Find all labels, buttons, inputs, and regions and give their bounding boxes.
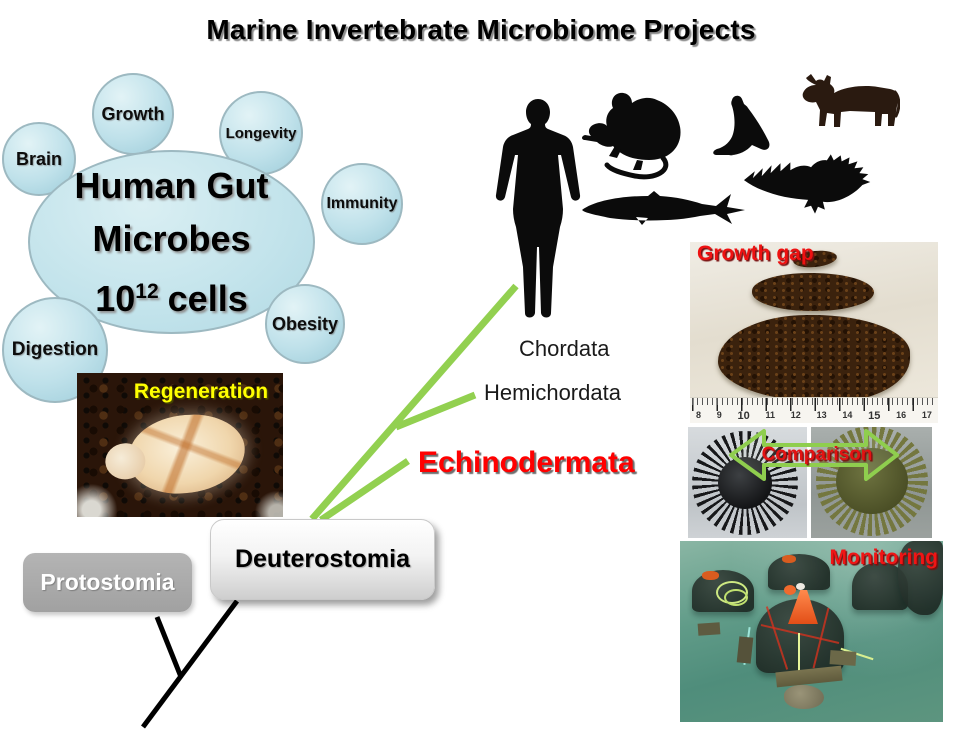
- mouse-silhouette-icon: [582, 92, 681, 180]
- bubble-obesity-label: Obesity: [271, 313, 339, 334]
- bubble-immunity: Immunity: [321, 163, 403, 245]
- gut-line-2: Microbes: [92, 218, 251, 259]
- hemichordata-label: Hemichordata: [484, 380, 621, 405]
- ruler: 8 9 10 11 12 13 14 15 16 17: [690, 397, 938, 423]
- growth-gap-label: Growth gap: [697, 242, 814, 265]
- bubble-brain: Brain: [2, 122, 76, 196]
- chordata-label: Chordata: [519, 336, 610, 361]
- regeneration-label: Regeneration: [133, 380, 269, 403]
- ruler-ticks: [692, 398, 936, 411]
- ruler-number: 10: [737, 410, 750, 422]
- ruler-numbers: 8 9 10 11 12 13 14 15 16 17: [696, 410, 932, 422]
- bubble-immunity-label: Immunity: [326, 195, 398, 212]
- sea-cucumber-regenerating-tissue: [126, 411, 248, 497]
- orange-marker: [782, 555, 796, 563]
- seafloor-rock: [784, 685, 824, 709]
- sea-cucumber-medium: [752, 273, 874, 311]
- ruler-number: 14: [842, 410, 853, 420]
- bubble-obesity: Obesity: [265, 284, 345, 364]
- ruler-number: 16: [896, 410, 907, 420]
- growth-gap-photo: 8 9 10 11 12 13 14 15 16 17 Growth gap: [690, 242, 938, 423]
- slide-title: Marine Invertebrate Microbiome Projects: [206, 14, 756, 45]
- sea-cucumber-large: [718, 315, 910, 402]
- anchor-block: [829, 650, 857, 666]
- cow-silhouette-icon: [802, 74, 900, 127]
- funnel-highlight: [796, 583, 805, 590]
- bubble-digestion-label: Digestion: [11, 339, 99, 360]
- fish-silhouette-icon: [582, 191, 745, 225]
- gut-line-1: Human Gut: [74, 165, 269, 206]
- deuterostomia-box: Deuterostomia: [210, 519, 435, 600]
- comparison-label: Comparison: [761, 444, 873, 465]
- anchor-block: [697, 622, 721, 636]
- monitoring-photo: Monitoring: [680, 541, 943, 722]
- ruler-number: 9: [716, 410, 722, 420]
- comparison-double-arrow-icon: [729, 429, 899, 481]
- bubble-growth: Growth: [92, 73, 174, 155]
- echinodermata-label: Echinodermata: [418, 446, 635, 479]
- ruler-number: 11: [765, 410, 776, 420]
- seal-silhouette-icon: [713, 95, 770, 156]
- ruler-number: 15: [868, 410, 881, 422]
- bubble-longevity-label: Longevity: [225, 124, 297, 142]
- ruler-number: 12: [790, 410, 801, 420]
- protostomia-box: Protostomia: [23, 553, 192, 612]
- ruler-number: 8: [696, 410, 702, 420]
- orange-funnel-neck: [784, 585, 796, 595]
- net-cage: [898, 541, 943, 615]
- regeneration-photo: Regeneration: [77, 373, 283, 517]
- condor-silhouette-icon: [743, 154, 871, 214]
- cells-suffix: cells: [167, 278, 248, 319]
- green-urchin-body: [836, 448, 908, 514]
- cells-exponent: 12: [135, 280, 159, 303]
- rope-coil: [724, 589, 748, 606]
- cells-base: 10: [95, 278, 136, 319]
- protostomia-label: Protostomia: [40, 569, 175, 595]
- orange-marker: [702, 571, 719, 580]
- rope: [798, 633, 800, 675]
- human-silhouette-icon: [495, 99, 581, 318]
- monitoring-label: Monitoring: [829, 546, 938, 569]
- anchor-block: [736, 636, 754, 664]
- bubble-brain-label: Brain: [15, 148, 62, 169]
- deuterostomia-label: Deuterostomia: [234, 545, 411, 573]
- bubble-growth-label: Growth: [101, 103, 165, 124]
- ruler-number: 17: [921, 410, 932, 420]
- ruler-number: 13: [816, 410, 827, 420]
- gut-line-3: 1012 cells: [95, 265, 247, 325]
